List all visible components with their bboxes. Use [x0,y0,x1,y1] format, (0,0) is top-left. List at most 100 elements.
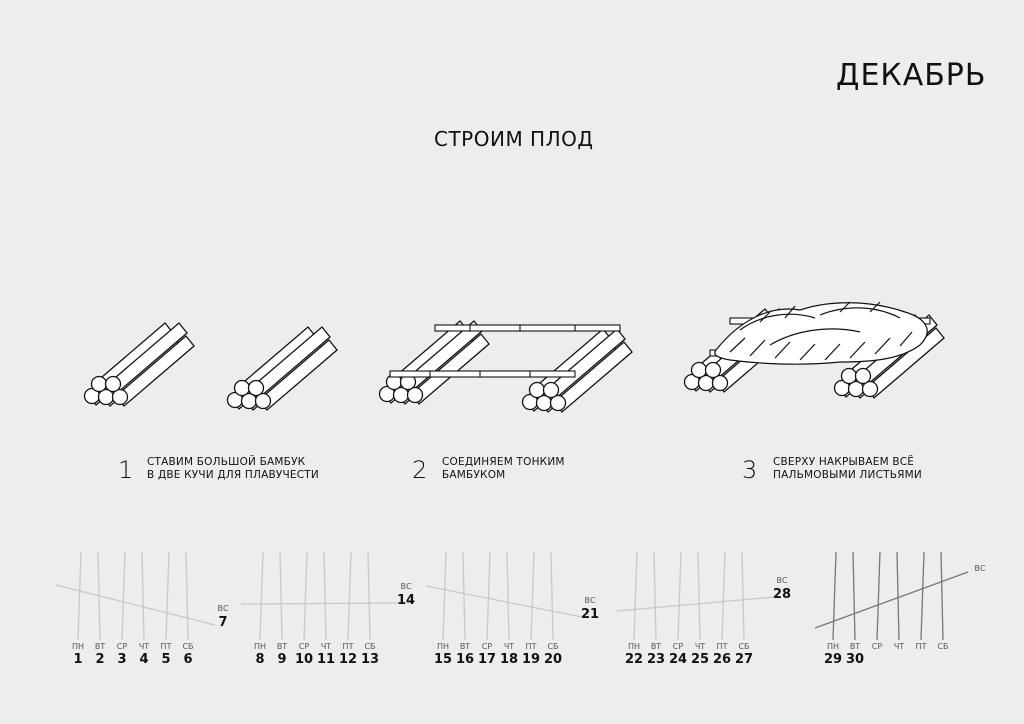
day-number: 23 [647,652,665,667]
weekday-label: ПТ [717,642,728,651]
weekday-label: ПН [72,642,84,651]
weekday-label: ЧТ [695,642,705,651]
day-stroke [462,551,466,641]
day-number: 9 [277,652,286,667]
step-3-line2: ПАЛЬМОВЫМИ ЛИСТЬЯМИ [773,469,922,481]
sunday-label: ВС [776,576,787,585]
day-stroke [486,551,491,641]
day-stroke [653,551,657,641]
step-2-line2: БАМБУКОМ [442,469,506,481]
day-number: 27 [735,652,753,667]
day-number: 30 [846,652,864,667]
day-stroke [442,551,447,641]
weekday-label: ПН [254,642,266,651]
weekday-label: СБ [364,642,375,651]
day-stroke [121,551,126,641]
day-stroke [165,551,170,641]
weekday-label: ВТ [850,642,860,651]
day-stroke [323,551,327,641]
step-2-text: СОЕДИНЯЕМ ТОНКИМ БАМБУКОМ [442,456,565,482]
weekday-label: ПТ [161,642,172,651]
day-number: 3 [117,652,126,667]
weekday-label: ПТ [343,642,354,651]
step-1-number: 1 [118,456,134,484]
month-title: ДЕКАБРЬ [836,58,987,93]
day-stroke [303,551,308,641]
weekday-label: ПН [827,642,839,651]
day-stroke [185,551,189,641]
weekday-label: ЧТ [321,642,331,651]
day-number: 29 [824,652,842,667]
day-stroke [741,551,745,641]
day-number: 13 [361,652,379,667]
weekday-label: СР [872,642,883,651]
sunday-stroke [55,584,216,626]
day-number: 12 [339,652,357,667]
step-2-line1: СОЕДИНЯЕМ ТОНКИМ [442,456,565,468]
day-stroke [677,551,682,641]
day-stroke [279,551,283,641]
weekday-label: СР [117,642,128,651]
weekday-label: СР [673,642,684,651]
weekday-label: ЧТ [504,642,514,651]
day-stroke [550,551,554,641]
day-number: 8 [255,652,264,667]
day-stroke [141,551,145,641]
weekday-label: ПН [437,642,449,651]
day-stroke [832,551,837,641]
day-number: 10 [295,652,313,667]
day-stroke [347,551,352,641]
day-number: 4 [139,652,148,667]
day-stroke [940,551,944,641]
sunday-label: ВС [217,604,228,613]
day-number: 16 [456,652,474,667]
sunday-stroke [425,585,583,618]
weekday-label: ВТ [460,642,470,651]
weekday-label: ПТ [916,642,927,651]
sunday-stroke [616,596,775,612]
day-number: 1 [73,652,82,667]
day-stroke [697,551,701,641]
weekday-label: СР [482,642,493,651]
day-stroke [920,551,925,641]
step-3-line1: СВЕРХУ НАКРЫВАЕМ ВСЁ [773,456,915,468]
day-stroke [852,551,856,641]
weekday-label: ВТ [95,642,105,651]
day-stroke [506,551,510,641]
weekday-label: ПТ [526,642,537,651]
step-1-line2: В ДВЕ КУЧИ ДЛЯ ПЛАВУЧЕСТИ [147,469,319,481]
weekday-label: СБ [182,642,193,651]
step-1-line1: СТАВИМ БОЛЬШОЙ БАМБУК [147,456,306,468]
day-number: 22 [625,652,643,667]
day-number: 2 [95,652,104,667]
sunday-number: 14 [397,593,415,608]
sunday-stroke [240,602,399,605]
day-number: 11 [317,652,335,667]
weekday-label: ЧТ [139,642,149,651]
day-stroke [259,551,264,641]
step-1-text: СТАВИМ БОЛЬШОЙ БАМБУК В ДВЕ КУЧИ ДЛЯ ПЛА… [147,456,319,482]
day-number: 24 [669,652,687,667]
weekday-label: СБ [738,642,749,651]
sunday-number: 21 [581,607,599,622]
day-stroke [530,551,535,641]
weekday-label: СБ [547,642,558,651]
weekday-label: СБ [937,642,948,651]
step-3-text: СВЕРХУ НАКРЫВАЕМ ВСЁ ПАЛЬМОВЫМИ ЛИСТЬЯМИ [773,456,922,482]
weekday-label: СР [299,642,310,651]
weekday-label: ЧТ [894,642,904,651]
step-3-number: 3 [742,456,758,484]
weekday-label: ВТ [277,642,287,651]
step-2-number: 2 [412,456,428,484]
sunday-label: ВС [974,564,985,573]
day-number: 18 [500,652,518,667]
sunday-stroke [814,571,969,629]
sunday-number: 7 [218,615,227,630]
page-subtitle: СТРОИМ ПЛОД [434,127,594,151]
day-number: 17 [478,652,496,667]
day-stroke [77,551,82,641]
